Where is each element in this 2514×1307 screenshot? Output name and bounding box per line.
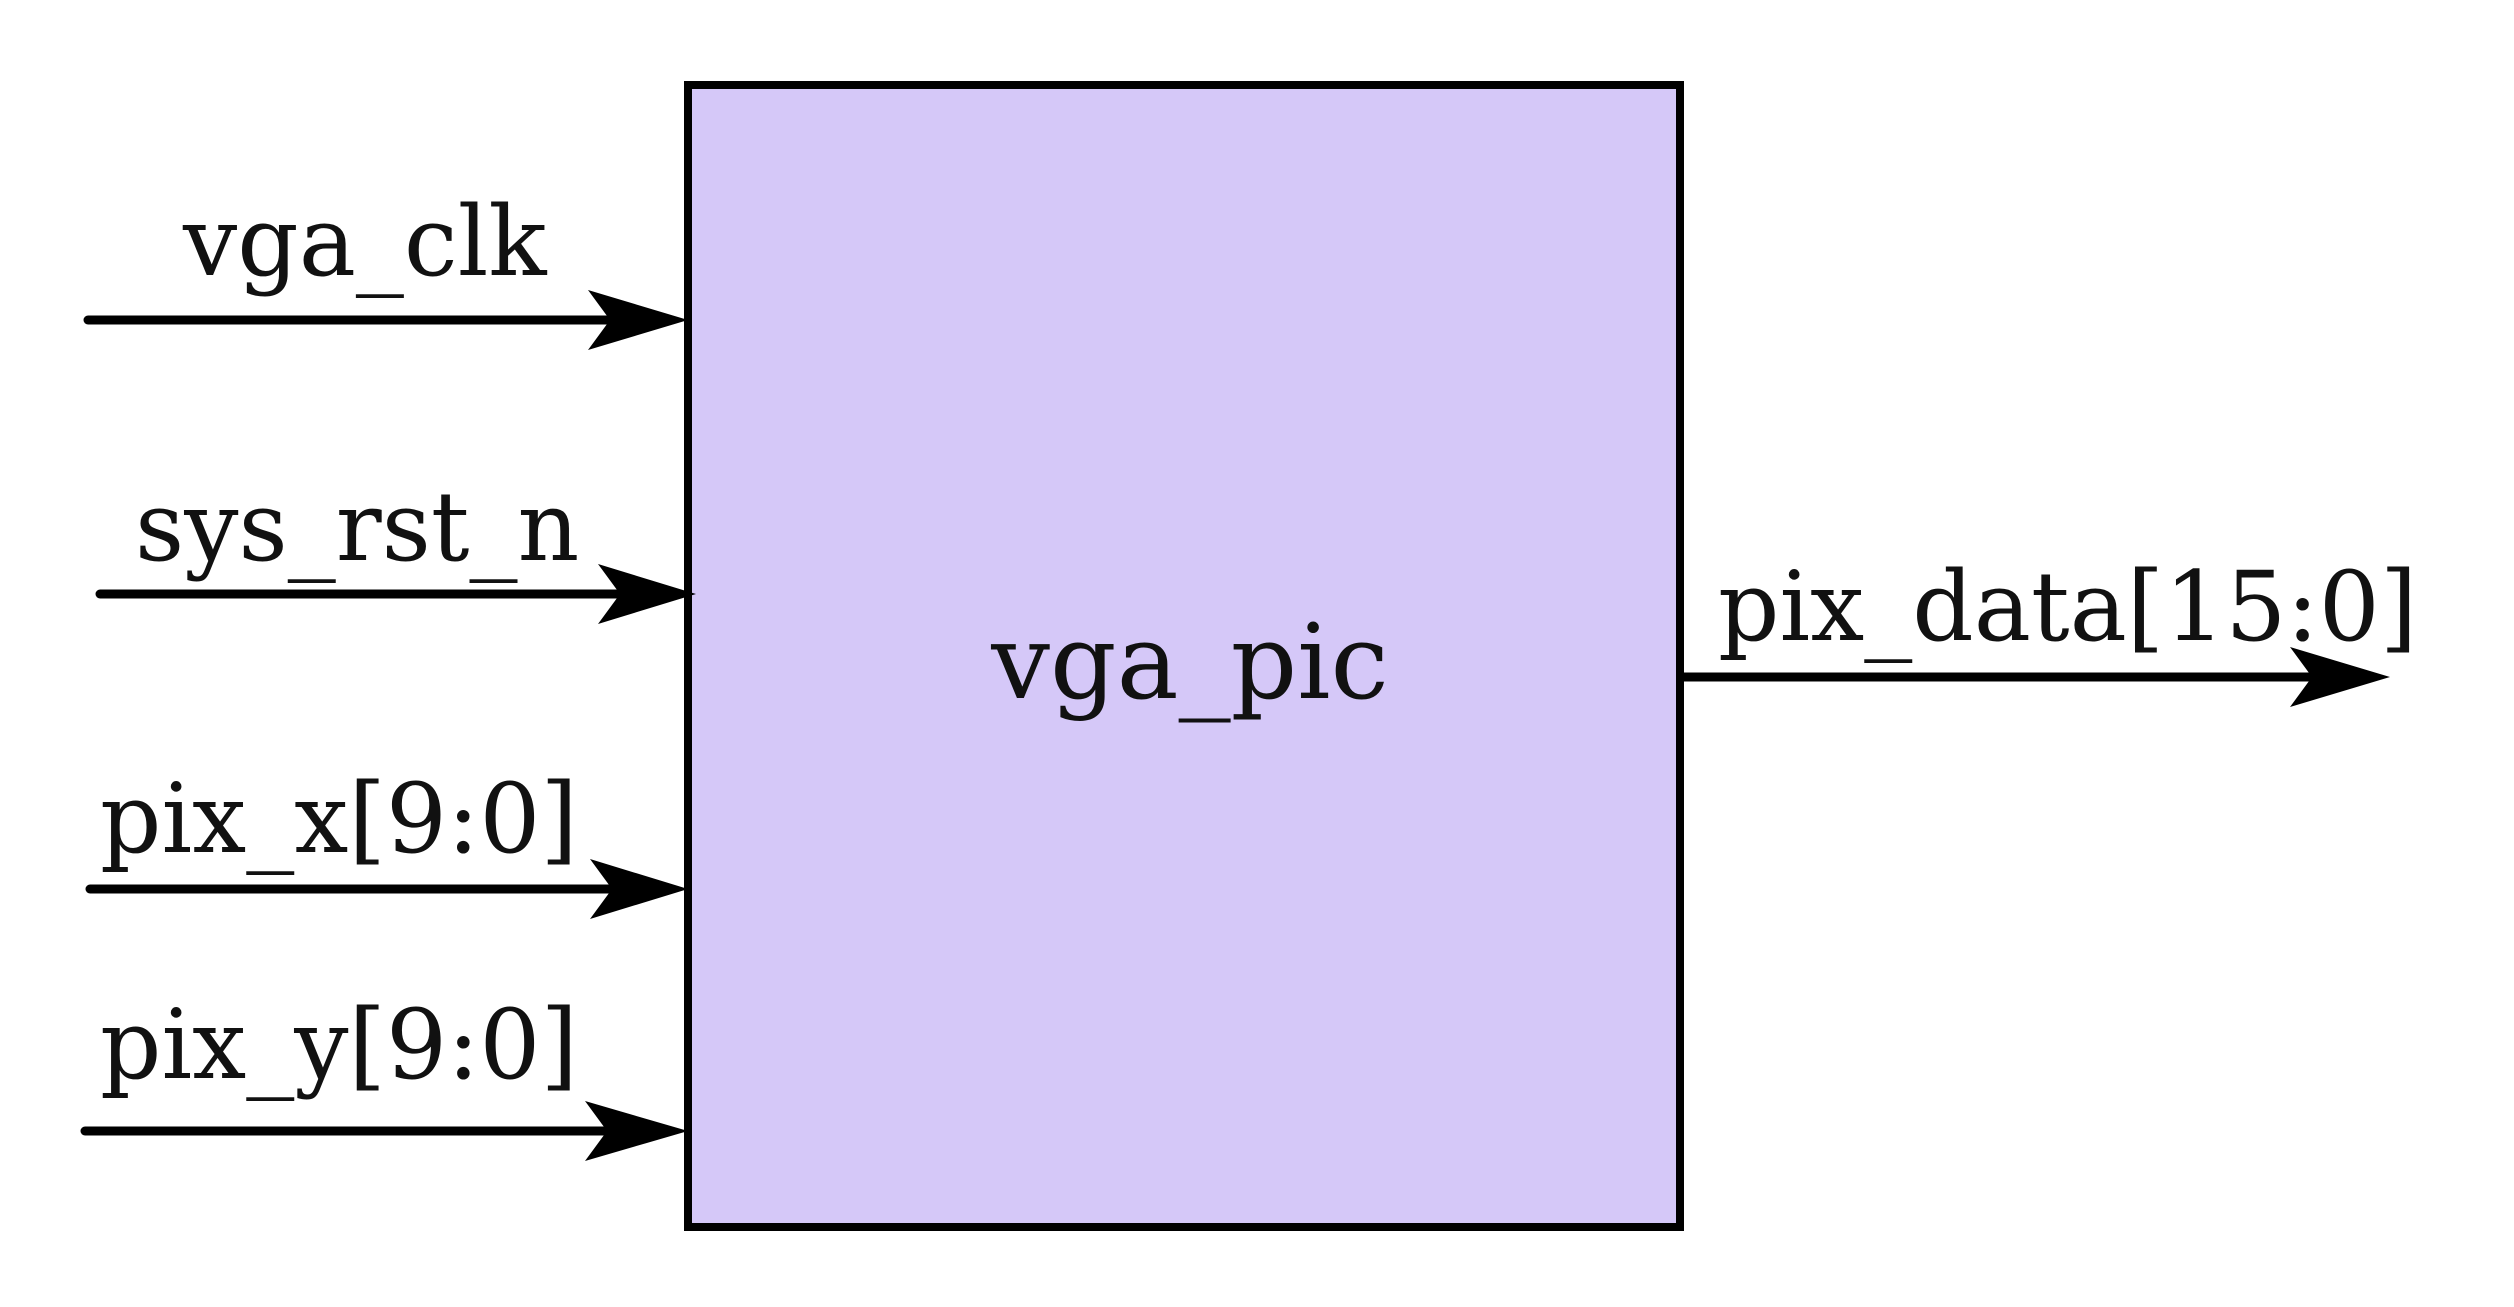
input-port-sys-rst-n: sys_rst_n [95, 471, 696, 624]
signal-label-pix-x: pix_x[9:0] [100, 763, 578, 875]
signal-label-pix-data: pix_data[15:0] [1718, 551, 2417, 663]
arrowhead-pix-data [2290, 647, 2390, 707]
module-block: vga_pic [684, 81, 1684, 1231]
arrowhead-pix-x [590, 859, 688, 919]
input-port-pix-x: pix_x[9:0] [85, 763, 688, 919]
module-box [684, 81, 1684, 1231]
arrowhead-vga-clk [588, 290, 688, 350]
signal-label-pix-y: pix_y[9:0] [100, 989, 578, 1101]
signal-label-vga-clk: vga_clk [182, 186, 547, 298]
output-port-pix-data: pix_data[15:0] [1679, 551, 2417, 707]
input-port-pix-y: pix_y[9:0] [80, 989, 688, 1161]
module-name: vga_pic [990, 601, 1388, 723]
input-port-vga-clk: vga_clk [83, 186, 688, 350]
signal-label-sys-rst-n: sys_rst_n [135, 471, 579, 583]
arrowhead-pix-y [585, 1101, 688, 1161]
arrowhead-sys-rst-n [598, 564, 696, 624]
